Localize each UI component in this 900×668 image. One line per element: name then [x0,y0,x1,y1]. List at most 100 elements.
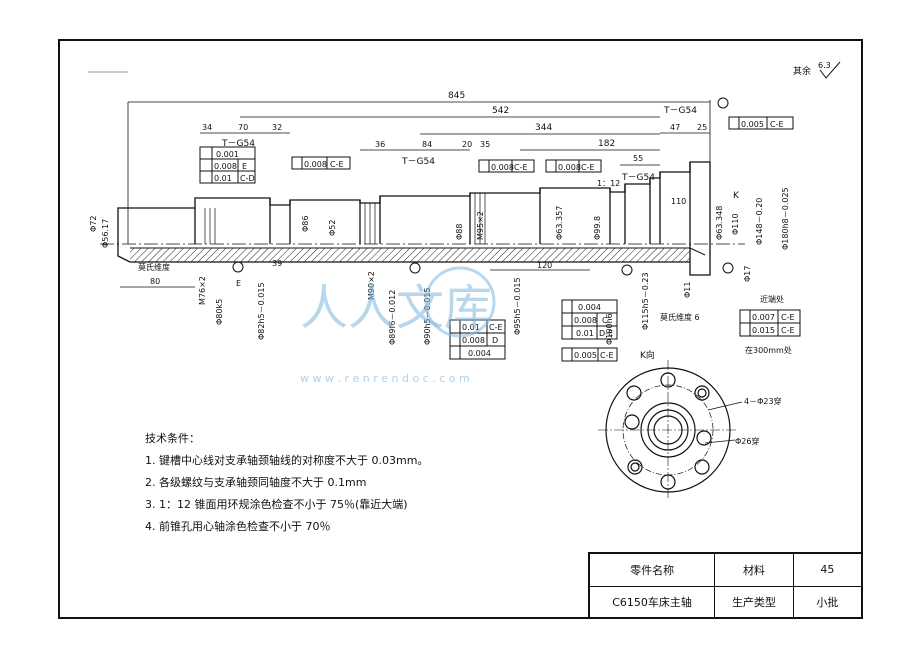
tol-mid-2: 0.008 [462,336,485,345]
tol-near-ref-2: C-E [781,326,795,335]
dia-52: Φ52 [328,220,337,236]
tol-mid-3: 0.004 [468,349,491,358]
roughness-note: 其余 [793,65,811,77]
taper-right: 莫氏维度 6 [660,312,700,322]
label-tg54-3: T－G54 [621,173,655,183]
drawing-frame [58,39,863,619]
k-view-label: K向 [640,349,655,361]
dim-20: 20 [462,140,472,149]
notes-title: 技术条件： [145,432,200,445]
dim-182: 182 [598,139,615,149]
dia-82h5: Φ82h5－0.015 [257,282,266,340]
note-1: 1. 键槽中心线对支承轴颈轴线的对称度不大于 0.03mm。 [145,454,429,467]
at-300mm: 在300mm处 [745,345,792,355]
tol-near-1: 0.007 [752,313,775,322]
dia-99: Φ99.8 [593,216,602,240]
near-end-title: 近端处 [760,294,784,304]
production-type-value: 小批 [816,596,839,610]
tolerance-near [739,309,801,337]
material-value: 45 [793,554,861,587]
tol-top-ref: C-E [770,120,784,129]
section-hatch [130,248,690,262]
tolerance-frames [291,116,794,173]
tol-low: 0.005 [574,351,597,360]
roughness-symbol [819,61,841,79]
tol-low-ref: C-E [600,351,614,360]
flange-view [598,360,743,500]
label-tg54-1: T－G54 [221,139,255,149]
note-2: 2. 各级螺纹与支承轴颈同轴度不大于 0.1mm [145,476,367,489]
tol-right-1: 0.004 [578,303,601,312]
label-tg54-4: T－G54 [663,106,697,116]
tolerance-box-left [199,146,256,184]
dim-344: 344 [535,123,552,133]
roughness-value: 6.3 [818,61,831,70]
dim-55: 55 [633,154,643,163]
tol-f1: 0.008 [304,160,327,169]
dia-m76: M76×2 [198,276,207,305]
dia-m90: M90×2 [367,271,376,300]
tol-left-2: 0.008 [214,162,237,171]
dim-80: 80 [150,277,160,286]
dia-88: Φ88 [455,224,464,240]
dia-17: Φ17 [743,266,752,282]
dia-95h5: Φ95h5－0.015 [513,277,522,335]
tol-f3-ref: C-E [581,163,595,172]
production-type-label: 生产类型 [714,586,794,618]
tol-f1-ref: C-E [330,160,344,169]
taper-left: 莫氏维度 [138,262,170,272]
dim-110: 110 [671,197,686,206]
tol-left-ref-2: E [242,162,247,171]
dia-90h5: Φ90h5－0.015 [423,287,432,345]
title-block: 零件名称 材料 45 C6150车床主轴 生产类型 小批 [588,552,861,618]
dim-70: 70 [238,123,248,132]
tol-left-3: 0.01 [214,174,232,183]
tol-mid-1: 0.01 [462,323,480,332]
technical-notes: 技术条件： 1. 键槽中心线对支承轴颈轴线的对称度不大于 0.03mm。 2. … [145,428,565,538]
tol-top: 0.005 [741,120,764,129]
tol-right-3: 0.01 [576,329,594,338]
flange-holes: 4－Φ23穿 [744,396,782,406]
dim-36: 36 [375,140,385,149]
dia-11: Φ11 [683,282,692,298]
dia-110: Φ110 [731,213,740,235]
tol-left-1: 0.001 [216,150,239,159]
datum-markers [232,97,734,276]
dia-72: Φ72 [89,216,98,232]
dim-35: 35 [480,140,490,149]
datum-e: E [236,279,241,288]
note-3: 3. 1：12 锥面用环规涂色检查不小于 75％(靠近大端) [145,498,408,511]
dim-84: 84 [422,140,432,149]
tol-right-ref-3: D-E [599,329,613,338]
dia-56: Φ56.17 [101,219,110,248]
dia-m95: M95×2 [476,211,485,240]
flange-small: Φ26穿 [735,436,759,446]
tol-f2: 0.008 [491,163,514,172]
part-name-value: C6150车床主轴 [590,586,716,618]
dim-47: 47 [670,123,680,132]
tol-mid-ref-1: C-E [489,323,503,332]
tol-left-ref-3: C-D [240,174,255,183]
note-4: 4. 前锥孔用心轴涂色检查不小于 70％ [145,520,331,533]
tol-right-ref-2: C [602,316,608,325]
tol-f2-ref: C-E [514,163,528,172]
tol-right-2: 0.008 [574,316,597,325]
dia-115h5: Φ115h5－0.23 [641,272,650,330]
dim-542: 542 [492,106,509,116]
label-k: K [733,191,740,201]
dia-86: Φ86 [301,216,310,232]
dimension-lines [120,100,711,288]
dia-148: Φ148－0.20 [755,198,764,245]
tolerance-box-right [561,299,618,362]
tol-mid-ref-2: D [492,336,498,345]
dim-25: 25 [697,123,707,132]
label-tg54-2: T－G54 [401,157,435,167]
part-name-label: 零件名称 [590,554,716,587]
tol-near-2: 0.015 [752,326,775,335]
dia-180: Φ180h8－0.025 [781,187,790,250]
dia-63b: Φ63.348 [715,206,724,240]
dia-80k5: Φ80k5 [215,299,224,325]
tol-near-ref-1: C-E [781,313,795,322]
dim-120: 120 [537,261,552,270]
dim-34: 34 [202,123,212,132]
